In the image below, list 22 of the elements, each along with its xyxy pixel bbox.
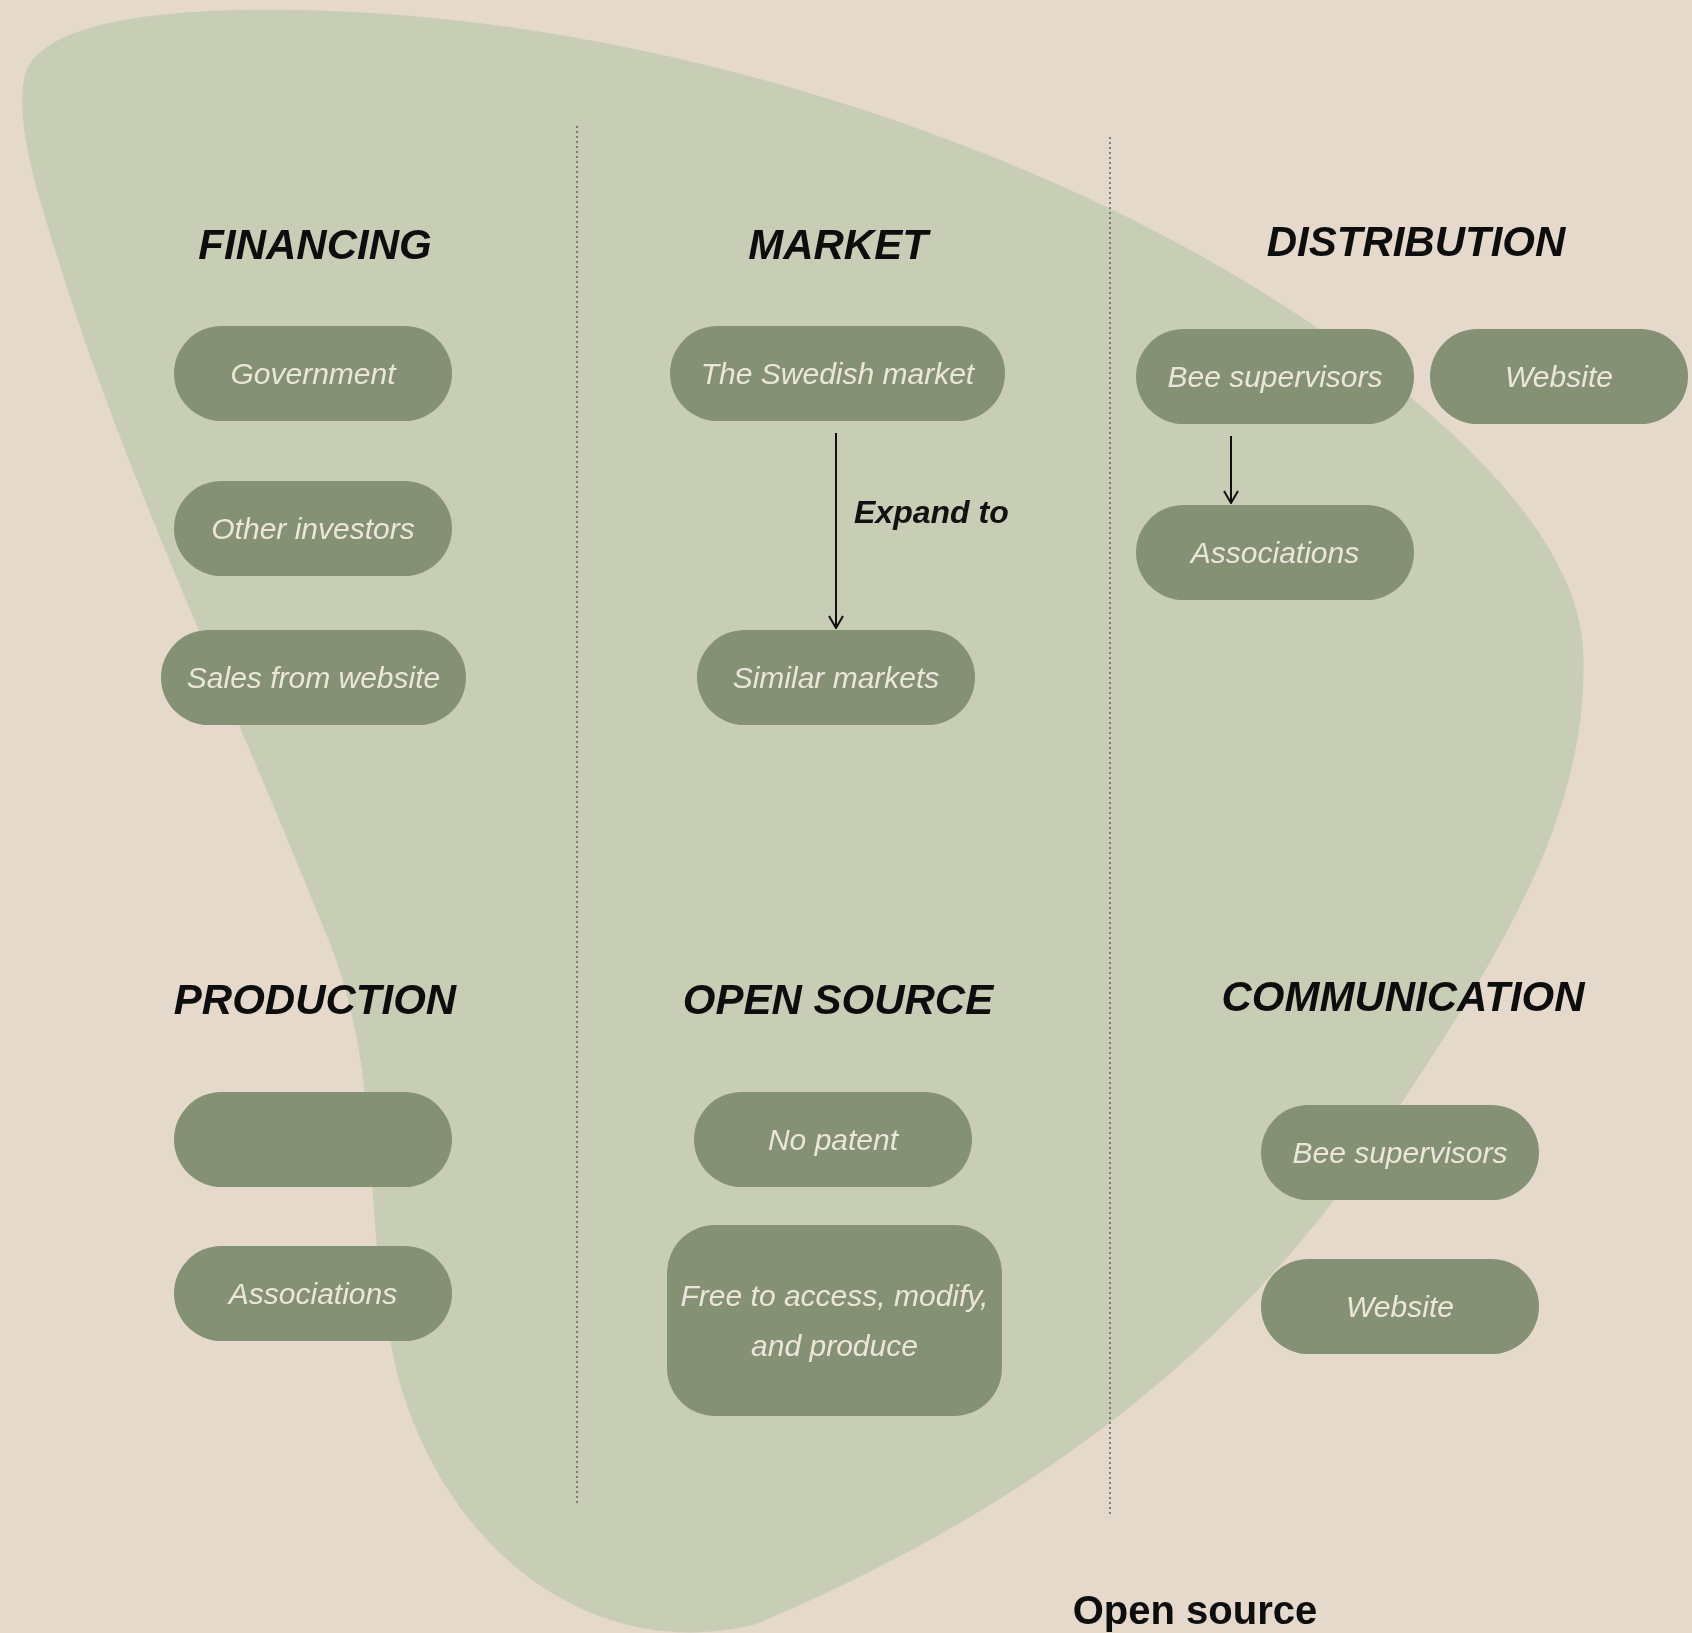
pill-node: Associations <box>174 1246 452 1341</box>
pill-node: Similar markets <box>697 630 975 725</box>
footer-text: Open source <box>1072 1590 1318 1630</box>
pill-node: Free to access, modify, and produce <box>667 1225 1002 1416</box>
column-heading: DISTRIBUTION <box>1266 221 1566 263</box>
pill-node: No patent <box>694 1092 972 1187</box>
pill-node: Other investors <box>174 481 452 576</box>
column-heading: PRODUCTION <box>173 979 457 1021</box>
column-heading: FINANCING <box>198 224 432 266</box>
pill-node: Website <box>1261 1259 1539 1354</box>
arrow <box>828 432 844 629</box>
pill-node: Bee supervisors <box>1261 1105 1539 1200</box>
pill-node: Website <box>1430 329 1688 424</box>
edge-label: Expand to <box>854 496 1009 528</box>
pill-node: Government <box>174 326 452 421</box>
pill-node: The Swedish market <box>670 326 1005 421</box>
arrow <box>1223 435 1239 504</box>
column-heading: COMMUNICATION <box>1221 976 1585 1018</box>
column-heading: OPEN SOURCE <box>682 979 994 1021</box>
pill-node: Associations <box>1136 505 1414 600</box>
pill-node: Sales from website <box>161 630 466 725</box>
pill-node: Bee supervisors <box>1136 329 1414 424</box>
